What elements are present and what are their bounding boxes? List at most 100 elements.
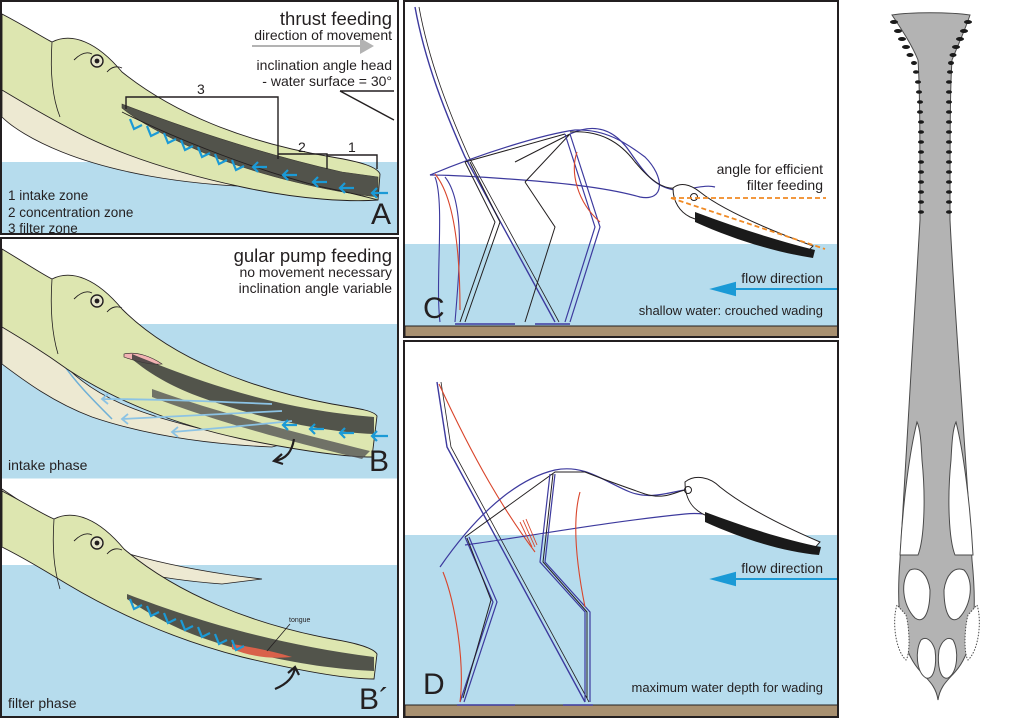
eye-pupil: [94, 58, 100, 64]
hindlimb: [564, 133, 601, 323]
skull: [672, 184, 814, 255]
tongue: [232, 644, 292, 658]
body-skeleton: [464, 471, 686, 538]
intake-arrows: [281, 419, 388, 442]
panel-letter-b-prime: B´: [359, 683, 389, 716]
panel-b-gular-pump-feeding: gular pump feeding no movement necessary…: [0, 237, 399, 718]
forelimb-skeleton: [462, 537, 492, 699]
panel-letter-a: A: [370, 198, 391, 231]
wing-finger-inner: [418, 6, 560, 323]
teeth-row-right: [946, 20, 972, 214]
opening-right-lower: [937, 637, 958, 679]
ground: [405, 704, 837, 716]
hindlimb-skeleton: [524, 181, 556, 323]
water-region: [405, 244, 837, 326]
panel-letter-b: B: [368, 445, 389, 478]
legend-item: 1 intake zone: [8, 188, 89, 203]
eye: [684, 486, 692, 494]
movement-arrow: [252, 38, 374, 54]
opening-right-upper: [948, 420, 974, 556]
panel-b-illustration: [2, 248, 397, 716]
panel-d-caption: maximum water depth for wading: [631, 680, 823, 695]
panel-b-line1: no movement necessary: [239, 264, 392, 280]
lower-jaw-dorsal-view: [890, 12, 980, 701]
intake-arrows: [251, 161, 388, 199]
neck-skeleton: [569, 131, 678, 189]
hindlimb: [539, 473, 591, 702]
panel-c-caption: shallow water: crouched wading: [638, 303, 823, 318]
tongue-label: tongue: [289, 617, 311, 624]
panel-b-line2: inclination angle variable: [238, 280, 392, 296]
body-skeleton: [464, 133, 571, 183]
opening-right-mid: [943, 568, 971, 621]
filter-teeth: [127, 594, 374, 671]
zone-label-3: 3: [197, 81, 205, 97]
brow: [73, 52, 123, 73]
panel-d-illustration: [405, 381, 837, 716]
head-crease: [50, 41, 61, 118]
beak-filter: [695, 212, 815, 258]
panel-letter-c: C: [423, 292, 445, 325]
teeth-row-left: [890, 20, 924, 214]
panel-d-maximum-depth-wading: flow direction maximum water depth for w…: [403, 340, 839, 718]
zone-label-2: 2: [298, 139, 306, 155]
skull: [684, 476, 821, 551]
eye-pupil: [94, 298, 100, 304]
wing-finger-inner: [440, 381, 590, 703]
beak-filter: [705, 512, 821, 555]
zone-legend: 1 intake zone 2 concentration zone 3 fil…: [8, 188, 134, 235]
wing-finger: [414, 6, 556, 323]
filter-arrows: [128, 598, 245, 652]
forelimb: [459, 161, 501, 323]
intake-flow-arrows: [100, 393, 293, 438]
opening-left-lower: [916, 637, 937, 679]
flow-direction-arrow: [709, 571, 837, 587]
ground: [405, 325, 837, 336]
panel-b-title: gular pump feeding: [233, 245, 392, 266]
opening-left-upper: [899, 420, 925, 556]
filter-teeth: [132, 354, 374, 434]
panel-a-thrust-feeding: thrust feeding direction of movement inc…: [0, 0, 399, 235]
opening-left-mid: [903, 568, 931, 621]
jaw-up-arrow: [274, 665, 300, 691]
panel-c-illustration: [405, 6, 837, 336]
lower-jaw: [121, 111, 379, 201]
intake-phase-label: intake phase: [8, 457, 88, 473]
cranial-openings: [894, 420, 980, 679]
wing-membrane-edge: [434, 173, 461, 311]
flow-direction-arrow: [709, 281, 837, 297]
panel-letter-d: D: [423, 668, 445, 701]
muscle-fibers: [519, 518, 538, 548]
eye-pupil: [94, 540, 100, 546]
panel-c-flow-label: flow direction: [741, 270, 823, 286]
filter-arrows: [128, 118, 245, 172]
leg-outline: [434, 176, 461, 323]
brow: [73, 533, 123, 555]
panel-d-flow-label: flow direction: [741, 560, 823, 576]
inclination-angle-marker: [339, 90, 395, 121]
panel-a-angle-line2: - water surface = 30°: [262, 73, 392, 89]
panel-a-title: thrust feeding: [279, 8, 392, 29]
panel-a-illustration: [2, 13, 397, 233]
legend-item: 3 filter zone: [8, 221, 78, 235]
zone-brackets: [125, 96, 378, 169]
angle-line-inclined: [670, 197, 826, 250]
thigh-muscle: [575, 491, 586, 608]
filter-phase-label: filter phase: [8, 695, 77, 711]
head-crease: [52, 518, 61, 590]
neck: [569, 127, 716, 191]
panel-c-crouched-wading: angle for efficient filter feeding flow …: [403, 0, 839, 338]
hindlimb-skeleton: [542, 473, 588, 698]
brow: [73, 291, 123, 313]
legend-item: 2 concentration zone: [8, 204, 134, 220]
panel-c-angle-line1: angle for efficient: [716, 161, 823, 177]
panel-a-subtitle: direction of movement: [254, 27, 392, 43]
wing-membrane: [438, 383, 536, 553]
jaw-down-arrow: [271, 438, 296, 466]
body-outline: [429, 129, 660, 199]
leg-outline: [442, 571, 462, 703]
filter-teeth: [121, 103, 379, 198]
opening-right-lateral: [964, 604, 980, 661]
eye: [690, 193, 698, 201]
tongue-pointer: [266, 623, 291, 652]
